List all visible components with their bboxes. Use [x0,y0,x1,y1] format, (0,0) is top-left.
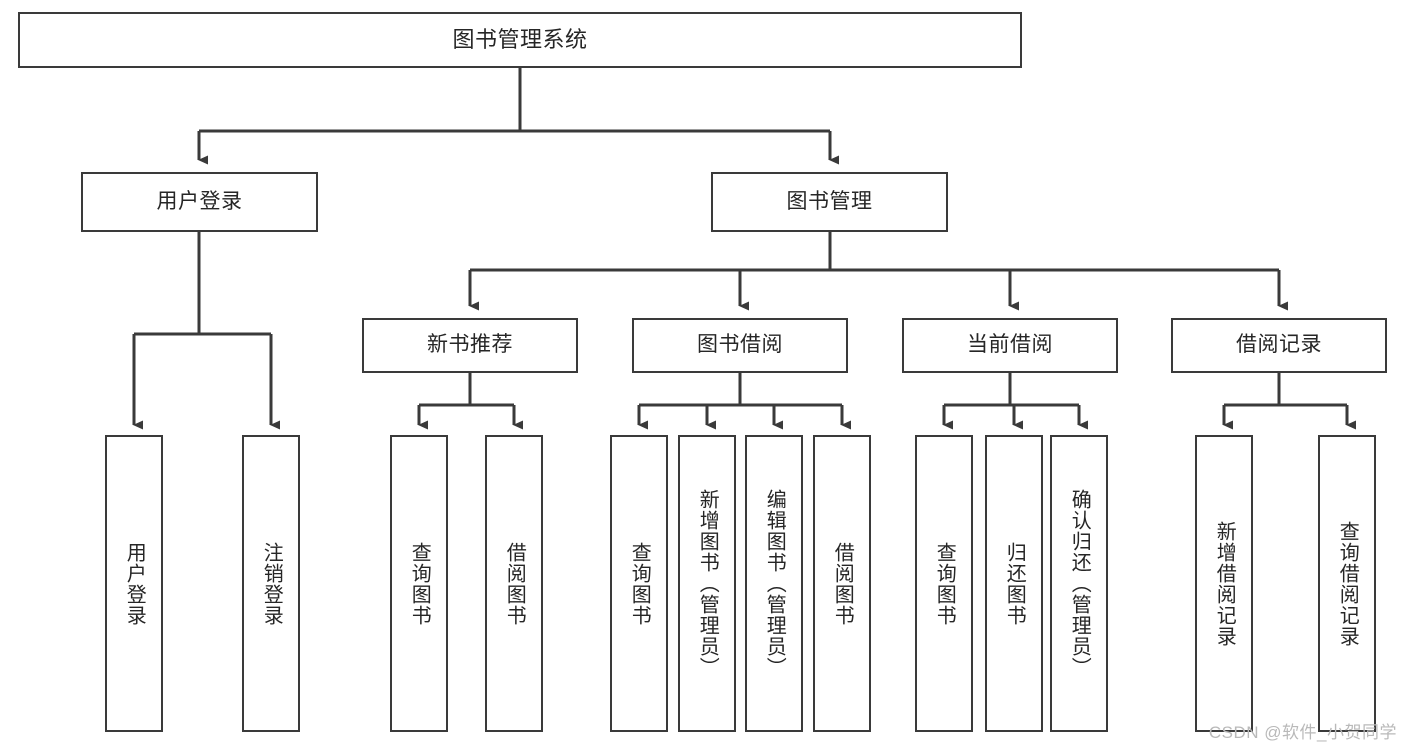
node-label: 图书管理 [786,189,873,213]
leaf-confirm-return-admin[interactable]: 确认归还（管理员） [1050,435,1108,732]
leaf-logout[interactable]: 注销登录 [242,435,300,732]
leaf-borrow-books[interactable]: 借阅图书 [813,435,871,732]
node-label: 查询借阅记录 [1336,520,1359,647]
node-label: 编辑图书（管理员） [763,489,786,678]
node-label: 新书推荐 [427,333,513,357]
leaf-add-borrow-record[interactable]: 新增借阅记录 [1195,435,1253,732]
node-label: 当前借阅 [967,333,1053,357]
node-new-book-recommendation[interactable]: 新书推荐 [362,318,578,373]
node-label: 借阅图书 [503,541,526,626]
node-book-management[interactable]: 图书管理 [711,172,948,232]
leaf-add-book-admin[interactable]: 新增图书（管理员） [678,435,736,732]
node-borrowing-records[interactable]: 借阅记录 [1171,318,1387,373]
leaf-query-borrow-record[interactable]: 查询借阅记录 [1318,435,1376,732]
node-root-book-management-system[interactable]: 图书管理系统 [18,12,1022,68]
node-label: 新增图书（管理员） [696,489,719,678]
node-current-borrowing[interactable]: 当前借阅 [902,318,1118,373]
leaf-borrow-books-new[interactable]: 借阅图书 [485,435,543,732]
node-label: 借阅记录 [1236,333,1322,357]
leaf-return-books[interactable]: 归还图书 [985,435,1043,732]
node-label: 用户登录 [156,189,243,213]
leaf-edit-book-admin[interactable]: 编辑图书（管理员） [745,435,803,732]
leaf-user-login[interactable]: 用户登录 [105,435,163,732]
node-label: 图书借阅 [697,333,783,357]
node-label: 注销登录 [260,541,283,626]
node-label: 新增借阅记录 [1213,520,1236,647]
node-label: 查询图书 [408,541,431,626]
node-label: 确认归还（管理员） [1068,489,1091,678]
node-label: 借阅图书 [831,541,854,626]
leaf-query-books-borrow[interactable]: 查询图书 [610,435,668,732]
node-book-borrowing[interactable]: 图书借阅 [632,318,848,373]
csdn-watermark: CSDN @软件_小贺同学 [1208,723,1397,742]
node-label: 图书管理系统 [452,27,588,53]
node-user-login[interactable]: 用户登录 [81,172,318,232]
node-label: 归还图书 [1003,541,1026,626]
node-label: 查询图书 [628,541,651,626]
leaf-query-books-new[interactable]: 查询图书 [390,435,448,732]
leaf-query-books-current[interactable]: 查询图书 [915,435,973,732]
node-label: 用户登录 [123,541,146,626]
node-label: 查询图书 [933,541,956,626]
